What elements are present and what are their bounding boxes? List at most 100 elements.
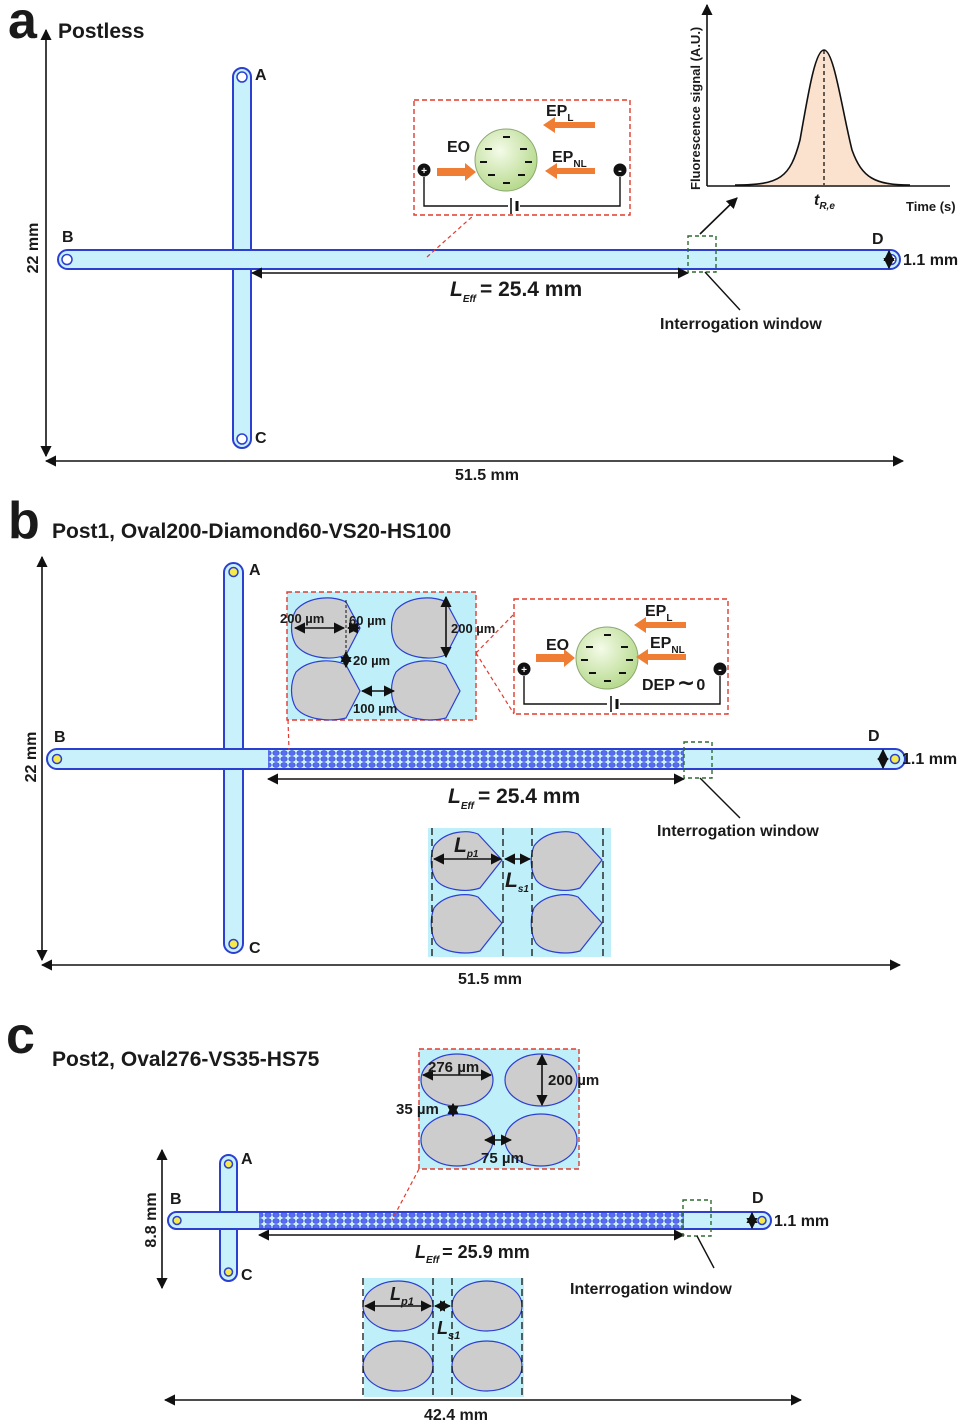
- port-c: [223, 1267, 234, 1277]
- channel-junction: [234, 251, 250, 268]
- dim-276-label: 276 µm: [428, 1059, 479, 1076]
- channel-width-label: 1.1 mm: [774, 1213, 829, 1230]
- dep-label: DEP∼0: [642, 670, 705, 695]
- port-d: [757, 1215, 767, 1226]
- ls-label: Ls1: [437, 1318, 460, 1342]
- negative-electrode: [713, 662, 727, 676]
- channel-junction: [225, 750, 242, 768]
- channel-cross: [46, 562, 906, 954]
- dim-35-label: 35 µm: [396, 1101, 439, 1118]
- dim-100-label: 100 µm: [353, 701, 397, 716]
- post-inset-leader: [287, 719, 290, 751]
- positive-electrode-symbol: +: [521, 665, 527, 676]
- panel-b-title: Post1, Oval200-Diamond60-VS20-HS100: [52, 520, 451, 543]
- port-b-label: B: [170, 1191, 182, 1208]
- post-shape: [451, 1280, 523, 1332]
- port-c-label: C: [255, 430, 267, 447]
- leff-label: LEff= 25.4 mm: [448, 785, 580, 812]
- negative-electrode-symbol: -: [718, 664, 722, 676]
- port-b: [172, 1215, 182, 1226]
- port-a-label: A: [241, 1151, 253, 1168]
- dim-200-label: 200 µm: [280, 611, 324, 626]
- channel-cross: [167, 1154, 772, 1282]
- particle-charges: [480, 136, 532, 184]
- circuit-wire-left: [423, 177, 508, 207]
- epl-label: EPL: [645, 603, 672, 624]
- dim-60-label: 60 µm: [349, 613, 386, 628]
- port-c: [236, 433, 248, 445]
- chart-x-label: Time (s): [906, 199, 956, 214]
- force-diagram: EO EPL EPNL DEP∼0 + -: [517, 603, 727, 712]
- horizontal-channel: [57, 249, 901, 270]
- interrogation-window-pointer: [696, 1235, 715, 1269]
- post-array: [268, 750, 684, 768]
- particle: [575, 626, 639, 690]
- port-b-label: B: [54, 729, 66, 746]
- spacing-detail-posts: [362, 1280, 523, 1392]
- lp-label: Lp1: [390, 1284, 414, 1308]
- height-dimension-label: 8.8 mm: [143, 1192, 160, 1247]
- port-d-label: D: [868, 728, 880, 745]
- post-array: [259, 1213, 684, 1228]
- port-a-label: A: [249, 562, 261, 579]
- positive-electrode: [517, 662, 531, 676]
- negative-electrode-symbol: -: [618, 165, 622, 177]
- width-dimension-label: 42.4 mm: [424, 1407, 488, 1424]
- dim-200-label: 200 µm: [548, 1072, 599, 1089]
- port-a: [228, 566, 239, 578]
- port-b: [51, 753, 63, 765]
- peak-time-label: tR,e: [814, 192, 835, 212]
- port-a: [223, 1159, 234, 1169]
- negative-electrode: [613, 163, 627, 177]
- channel-cross: [57, 67, 901, 449]
- port-a-label: A: [255, 67, 267, 84]
- post-inset-leader: [391, 1168, 420, 1221]
- port-d-label: D: [872, 231, 884, 248]
- inset-connector-top: [475, 613, 515, 654]
- port-d-label: D: [752, 1190, 764, 1207]
- ls-label: Ls1: [505, 869, 529, 895]
- eo-label: EO: [447, 139, 470, 156]
- panel-a: a Postless 22 mm 51.5 mm A C B D 1.1 mm …: [8, 0, 958, 484]
- port-b: [61, 253, 73, 266]
- port-d: [885, 253, 897, 266]
- eo-arrow: [536, 649, 575, 667]
- peak-fill: [735, 50, 910, 185]
- leff-label: LEff= 25.9 mm: [415, 1242, 530, 1266]
- inset-connector-bottom: [475, 652, 515, 715]
- port-b-label: B: [62, 229, 74, 246]
- panel-b: b Post1, Oval200-Diamond60-VS20-HS100 22…: [8, 492, 957, 988]
- height-dimension-label: 22 mm: [23, 732, 40, 783]
- channel-junction: [221, 1213, 236, 1228]
- channel-width-label: 1.1 mm: [902, 751, 957, 768]
- interrogation-window-label: Interrogation window: [660, 316, 822, 333]
- force-diagram: EO EPL EPNL + -: [417, 103, 627, 214]
- dim-20-label: 20 µm: [353, 653, 390, 668]
- width-dimension-label: 51.5 mm: [458, 971, 522, 988]
- height-dimension-label: 22 mm: [25, 223, 42, 274]
- circuit-wire-right: [520, 177, 621, 207]
- port-a: [236, 71, 248, 83]
- epnl-arrow: [545, 163, 595, 179]
- port-c-label: C: [241, 1267, 253, 1284]
- interrogation-window-pointer: [699, 777, 741, 819]
- interrogation-window-label: Interrogation window: [657, 823, 819, 840]
- panel-a-title: Postless: [58, 20, 144, 43]
- post-shape: [290, 660, 361, 721]
- post-shape: [451, 1340, 523, 1392]
- epnl-label: EPNL: [650, 635, 685, 656]
- epnl-arrow: [636, 649, 686, 665]
- port-d: [889, 753, 901, 765]
- panel-a-letter: a: [8, 0, 38, 50]
- window-to-chart-arrow: [699, 197, 738, 235]
- interrogation-window-box: [683, 741, 713, 779]
- epl-arrow: [543, 117, 595, 133]
- interrogation-window-label: Interrogation window: [570, 1281, 732, 1298]
- panel-b-letter: b: [8, 492, 40, 550]
- port-c-label: C: [249, 940, 261, 957]
- circuit-wire-left: [523, 676, 607, 705]
- leff-label: LEff= 25.4 mm: [450, 278, 582, 305]
- panel-c-letter: c: [6, 1007, 35, 1065]
- post-shape: [362, 1340, 434, 1392]
